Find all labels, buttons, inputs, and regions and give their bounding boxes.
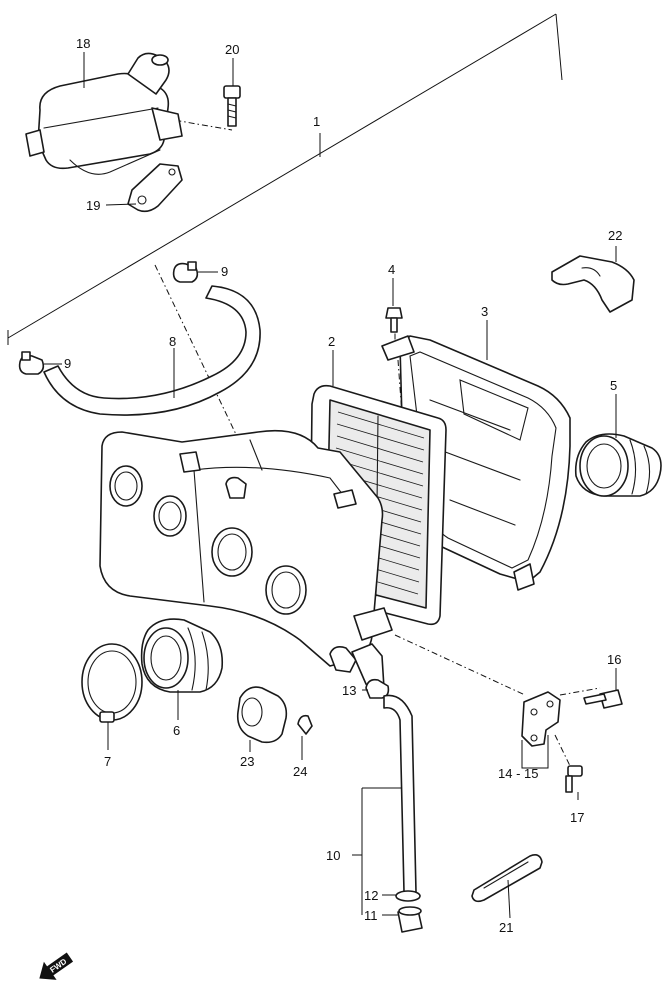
callout-7: 7 xyxy=(104,754,111,769)
part-10-hose xyxy=(383,694,417,893)
callout-4: 4 xyxy=(388,262,395,277)
part-7-clamp xyxy=(81,643,143,723)
callout-2: 2 xyxy=(328,334,335,349)
part-8-hose xyxy=(43,285,261,416)
part-11-plug xyxy=(397,906,423,933)
callout-6: 6 xyxy=(173,723,180,738)
part-9-clamp-upper xyxy=(172,261,199,283)
part-21-strap xyxy=(471,854,543,903)
part-12-clamp xyxy=(395,890,421,902)
callout-1: 1 xyxy=(313,114,320,129)
callout-8: 8 xyxy=(169,334,176,349)
callout-18: 18 xyxy=(76,36,90,51)
callout-17: 17 xyxy=(570,810,584,825)
part-5-sleeve xyxy=(574,433,662,497)
callout-3: 3 xyxy=(481,304,488,319)
part-22-bracket xyxy=(551,255,635,313)
part-16-bolt xyxy=(583,689,623,709)
callout-16: 16 xyxy=(607,652,621,667)
callout-12: 12 xyxy=(364,888,378,903)
part-6-boot xyxy=(140,618,224,693)
callout-24: 24 xyxy=(293,764,307,779)
callout-23: 23 xyxy=(240,754,254,769)
air-box-housing xyxy=(99,429,393,695)
callout-14-15: 14 - 15 xyxy=(498,766,538,781)
callout-9-lower: 9 xyxy=(64,356,71,371)
part-14-15-bracket xyxy=(521,691,561,747)
part-4-screw xyxy=(385,307,403,333)
leader-lines xyxy=(44,52,617,919)
part-19-bracket xyxy=(127,163,183,213)
callout-10: 10 xyxy=(326,848,340,863)
part-24-clip xyxy=(297,714,313,735)
part-23-plug xyxy=(236,686,288,744)
part-9-clamp-lower xyxy=(18,351,45,375)
callout-21: 21 xyxy=(499,920,513,935)
callout-22: 22 xyxy=(608,228,622,243)
callout-20: 20 xyxy=(225,42,239,57)
callout-11: 11 xyxy=(364,908,378,923)
callout-numbers: 18 20 1 19 22 9 4 3 2 8 9 5 16 13 6 23 7… xyxy=(64,36,622,935)
part-18-cover xyxy=(25,52,183,175)
callout-13: 13 xyxy=(342,683,356,698)
fwd-arrow-icon: FWD xyxy=(39,952,74,980)
callout-9-upper: 9 xyxy=(221,264,228,279)
callout-5: 5 xyxy=(610,378,617,393)
callout-19: 19 xyxy=(86,198,100,213)
part-20-bolt xyxy=(223,85,241,127)
assembly-bracket-1 xyxy=(7,13,563,345)
part-17-bolt xyxy=(565,765,583,793)
